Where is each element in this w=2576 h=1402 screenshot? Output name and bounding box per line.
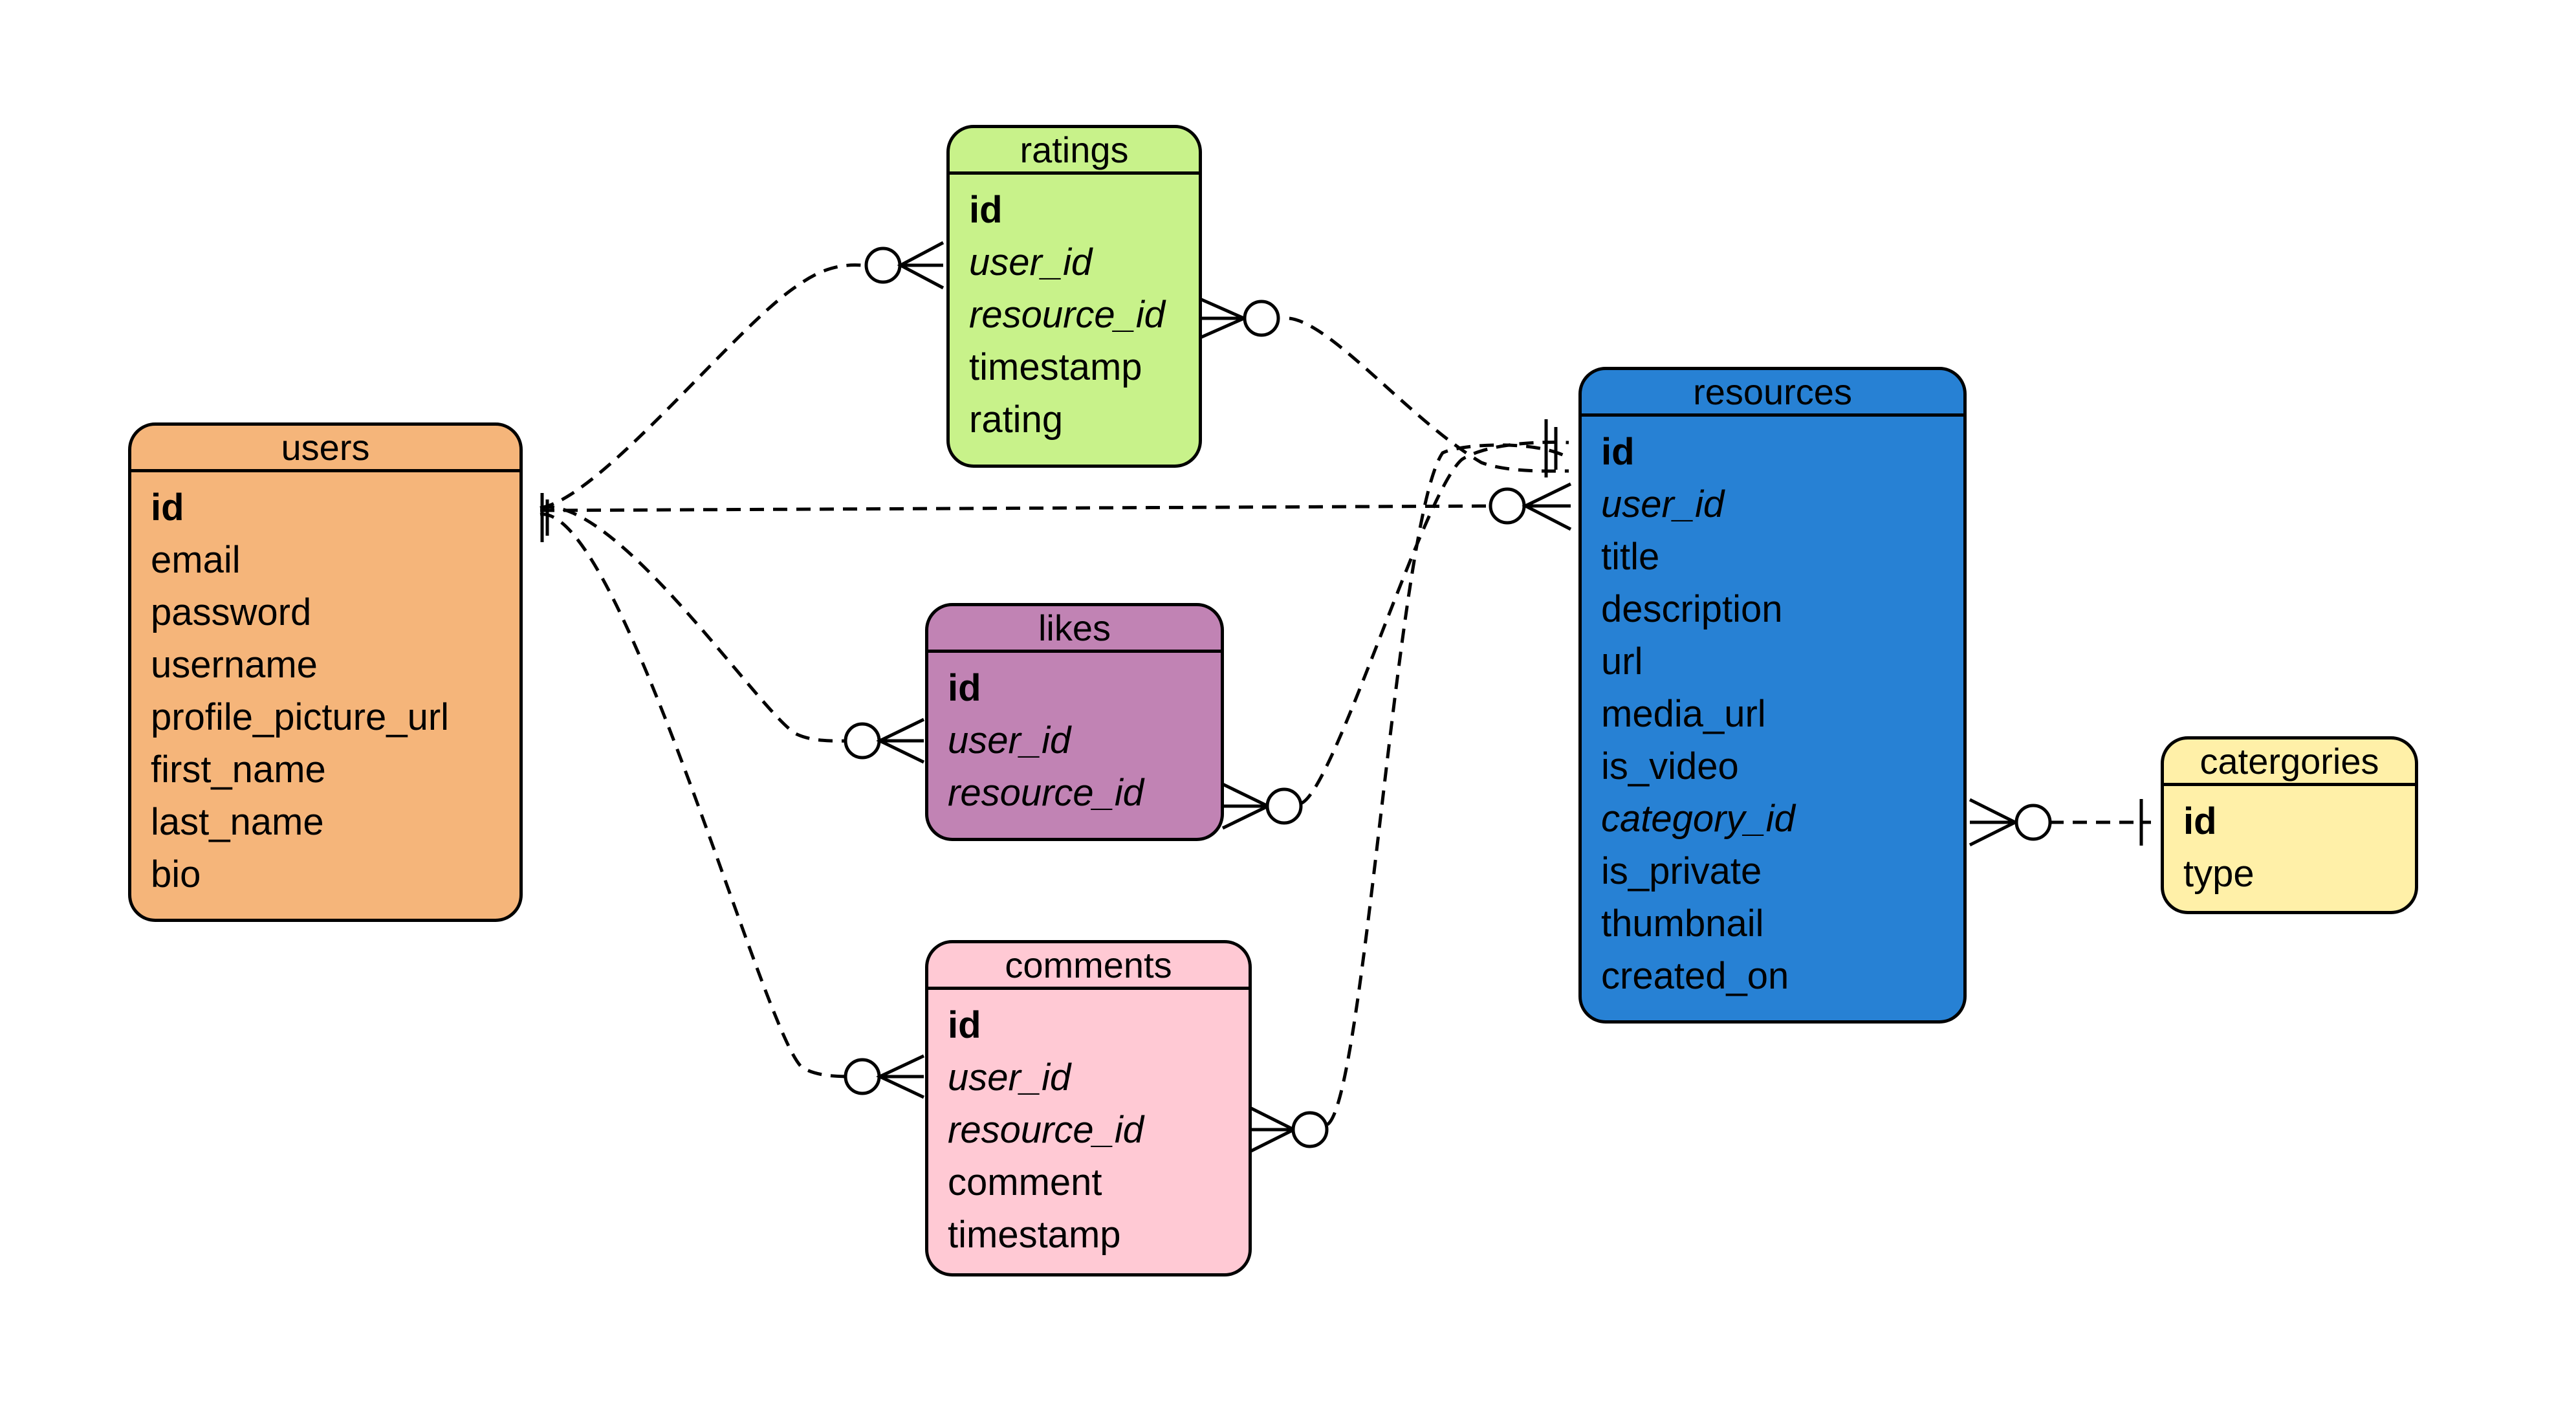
field: type [2183,853,2254,895]
entity-title: likes [928,606,1221,653]
likes-resource-crowfoot [1221,782,1272,830]
field: created_on [1601,955,1789,997]
field-primary-key: id [969,189,1003,231]
field-primary-key: id [2183,800,2217,842]
field-primary-key: id [151,487,184,529]
field-foreign-key: category_id [1601,798,1795,840]
field: profile_picture_url [151,696,450,738]
field-list: id user_id resource_id timestamp rating [950,175,1199,446]
field: email [151,539,241,581]
field: username [151,644,318,686]
edge-users-likes [540,505,862,743]
field: first_name [151,749,326,791]
entity-likes[interactable]: likes id user_id resource_id [925,603,1224,841]
field-foreign-key: resource_id [948,1109,1144,1151]
ratings-user-zero-mark [864,246,902,284]
comments-resource-zero-mark [1291,1111,1329,1148]
cardinality-markers [540,241,2143,1154]
field-primary-key: id [1601,431,1635,473]
comments-user-zero-mark [844,1058,881,1095]
field: last_name [151,801,324,843]
likes-user-crowfoot [876,717,925,764]
field: comment [948,1161,1102,1203]
entity-catergories[interactable]: catergories id type [2161,736,2418,914]
entity-comments[interactable]: comments id user_id resource_id comment … [925,940,1252,1276]
field-list: id type [2164,786,2415,900]
field: is_private [1601,850,1762,892]
field: rating [969,399,1064,441]
entity-title: users [131,426,519,472]
field: is_video [1601,745,1739,787]
entity-title: resources [1582,370,1963,417]
field-primary-key: id [948,1004,981,1046]
field-list: id user_id resource_id [928,653,1221,819]
field: timestamp [948,1214,1121,1256]
comments-user-crowfoot [876,1054,925,1099]
field: bio [151,853,201,895]
field: url [1601,641,1643,683]
resources-category-zero-mark [2014,804,2052,841]
field-list: id user_id title description url media_u… [1582,417,1963,1002]
field-foreign-key: user_id [948,719,1071,761]
entity-ratings[interactable]: ratings id user_id resource_id timestamp… [946,125,1202,468]
field-foreign-key: user_id [969,241,1093,283]
field: description [1601,588,1783,630]
field: title [1601,536,1660,578]
edge-resources-ratings [1289,316,1569,473]
ratings-user-crowfoot [897,241,944,290]
entity-title: catergories [2164,739,2415,786]
field: password [151,591,312,633]
field-list: id email password username profile_pictu… [131,472,519,901]
resources-user-zero-mark [1489,487,1526,525]
field-foreign-key: user_id [948,1057,1071,1099]
field-foreign-key: resource_id [969,294,1166,336]
entity-resources[interactable]: resources id user_id title description u… [1578,367,1967,1024]
field-foreign-key: resource_id [948,772,1144,814]
ratings-resource-crowfoot [1199,297,1249,340]
field-list: id user_id resource_id comment timestamp [928,990,1249,1261]
entity-title: comments [928,943,1249,990]
likes-resource-zero-mark [1265,787,1303,825]
field: timestamp [969,346,1142,388]
field: thumbnail [1601,903,1764,945]
field-primary-key: id [948,667,981,709]
comments-resource-crowfoot [1249,1106,1298,1154]
ratings-resource-zero-mark [1243,300,1280,337]
field-foreign-key: user_id [1601,483,1725,525]
entity-title: ratings [950,128,1199,175]
resources-user-crowfoot [1522,482,1572,531]
edge-users-resources [540,504,1501,512]
resources-category-crowfoot [1969,798,2019,847]
likes-user-zero-mark [844,722,881,760]
edge-users-comments [540,512,862,1079]
entity-users[interactable]: users id email password username profile… [128,422,523,922]
field: media_url [1601,693,1766,735]
edge-resources-likes [1299,440,1569,805]
edge-users-ratings [540,263,862,510]
relationship-lines [540,263,2151,1126]
edge-resources-comments [1326,443,1570,1126]
